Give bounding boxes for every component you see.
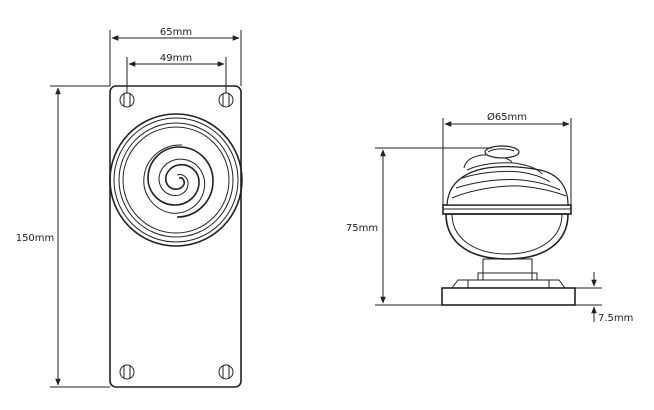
projection-label: 75mm — [346, 223, 378, 234]
width-label: 65mm — [160, 27, 192, 38]
height-label: 150mm — [16, 233, 55, 244]
screw-bottom-left — [119, 364, 135, 380]
screw-bottom-right — [218, 364, 234, 380]
front-view: 65mm 49mm 150mm — [14, 27, 243, 388]
knob-bowl — [445, 213, 569, 260]
thickness-label: 7.5mm — [598, 313, 633, 324]
screw-top-left — [119, 92, 135, 108]
spiral — [147, 146, 214, 218]
backplate — [109, 85, 242, 388]
side-view: Ø65mm 75mm 7.5mm — [342, 111, 633, 324]
hole-spacing-label: 49mm — [160, 53, 192, 64]
knob-neck — [482, 258, 533, 281]
knob-front — [109, 113, 243, 247]
side-backplate — [441, 287, 576, 306]
diameter-label: Ø65mm — [487, 111, 527, 123]
screw-top-right — [218, 92, 234, 108]
